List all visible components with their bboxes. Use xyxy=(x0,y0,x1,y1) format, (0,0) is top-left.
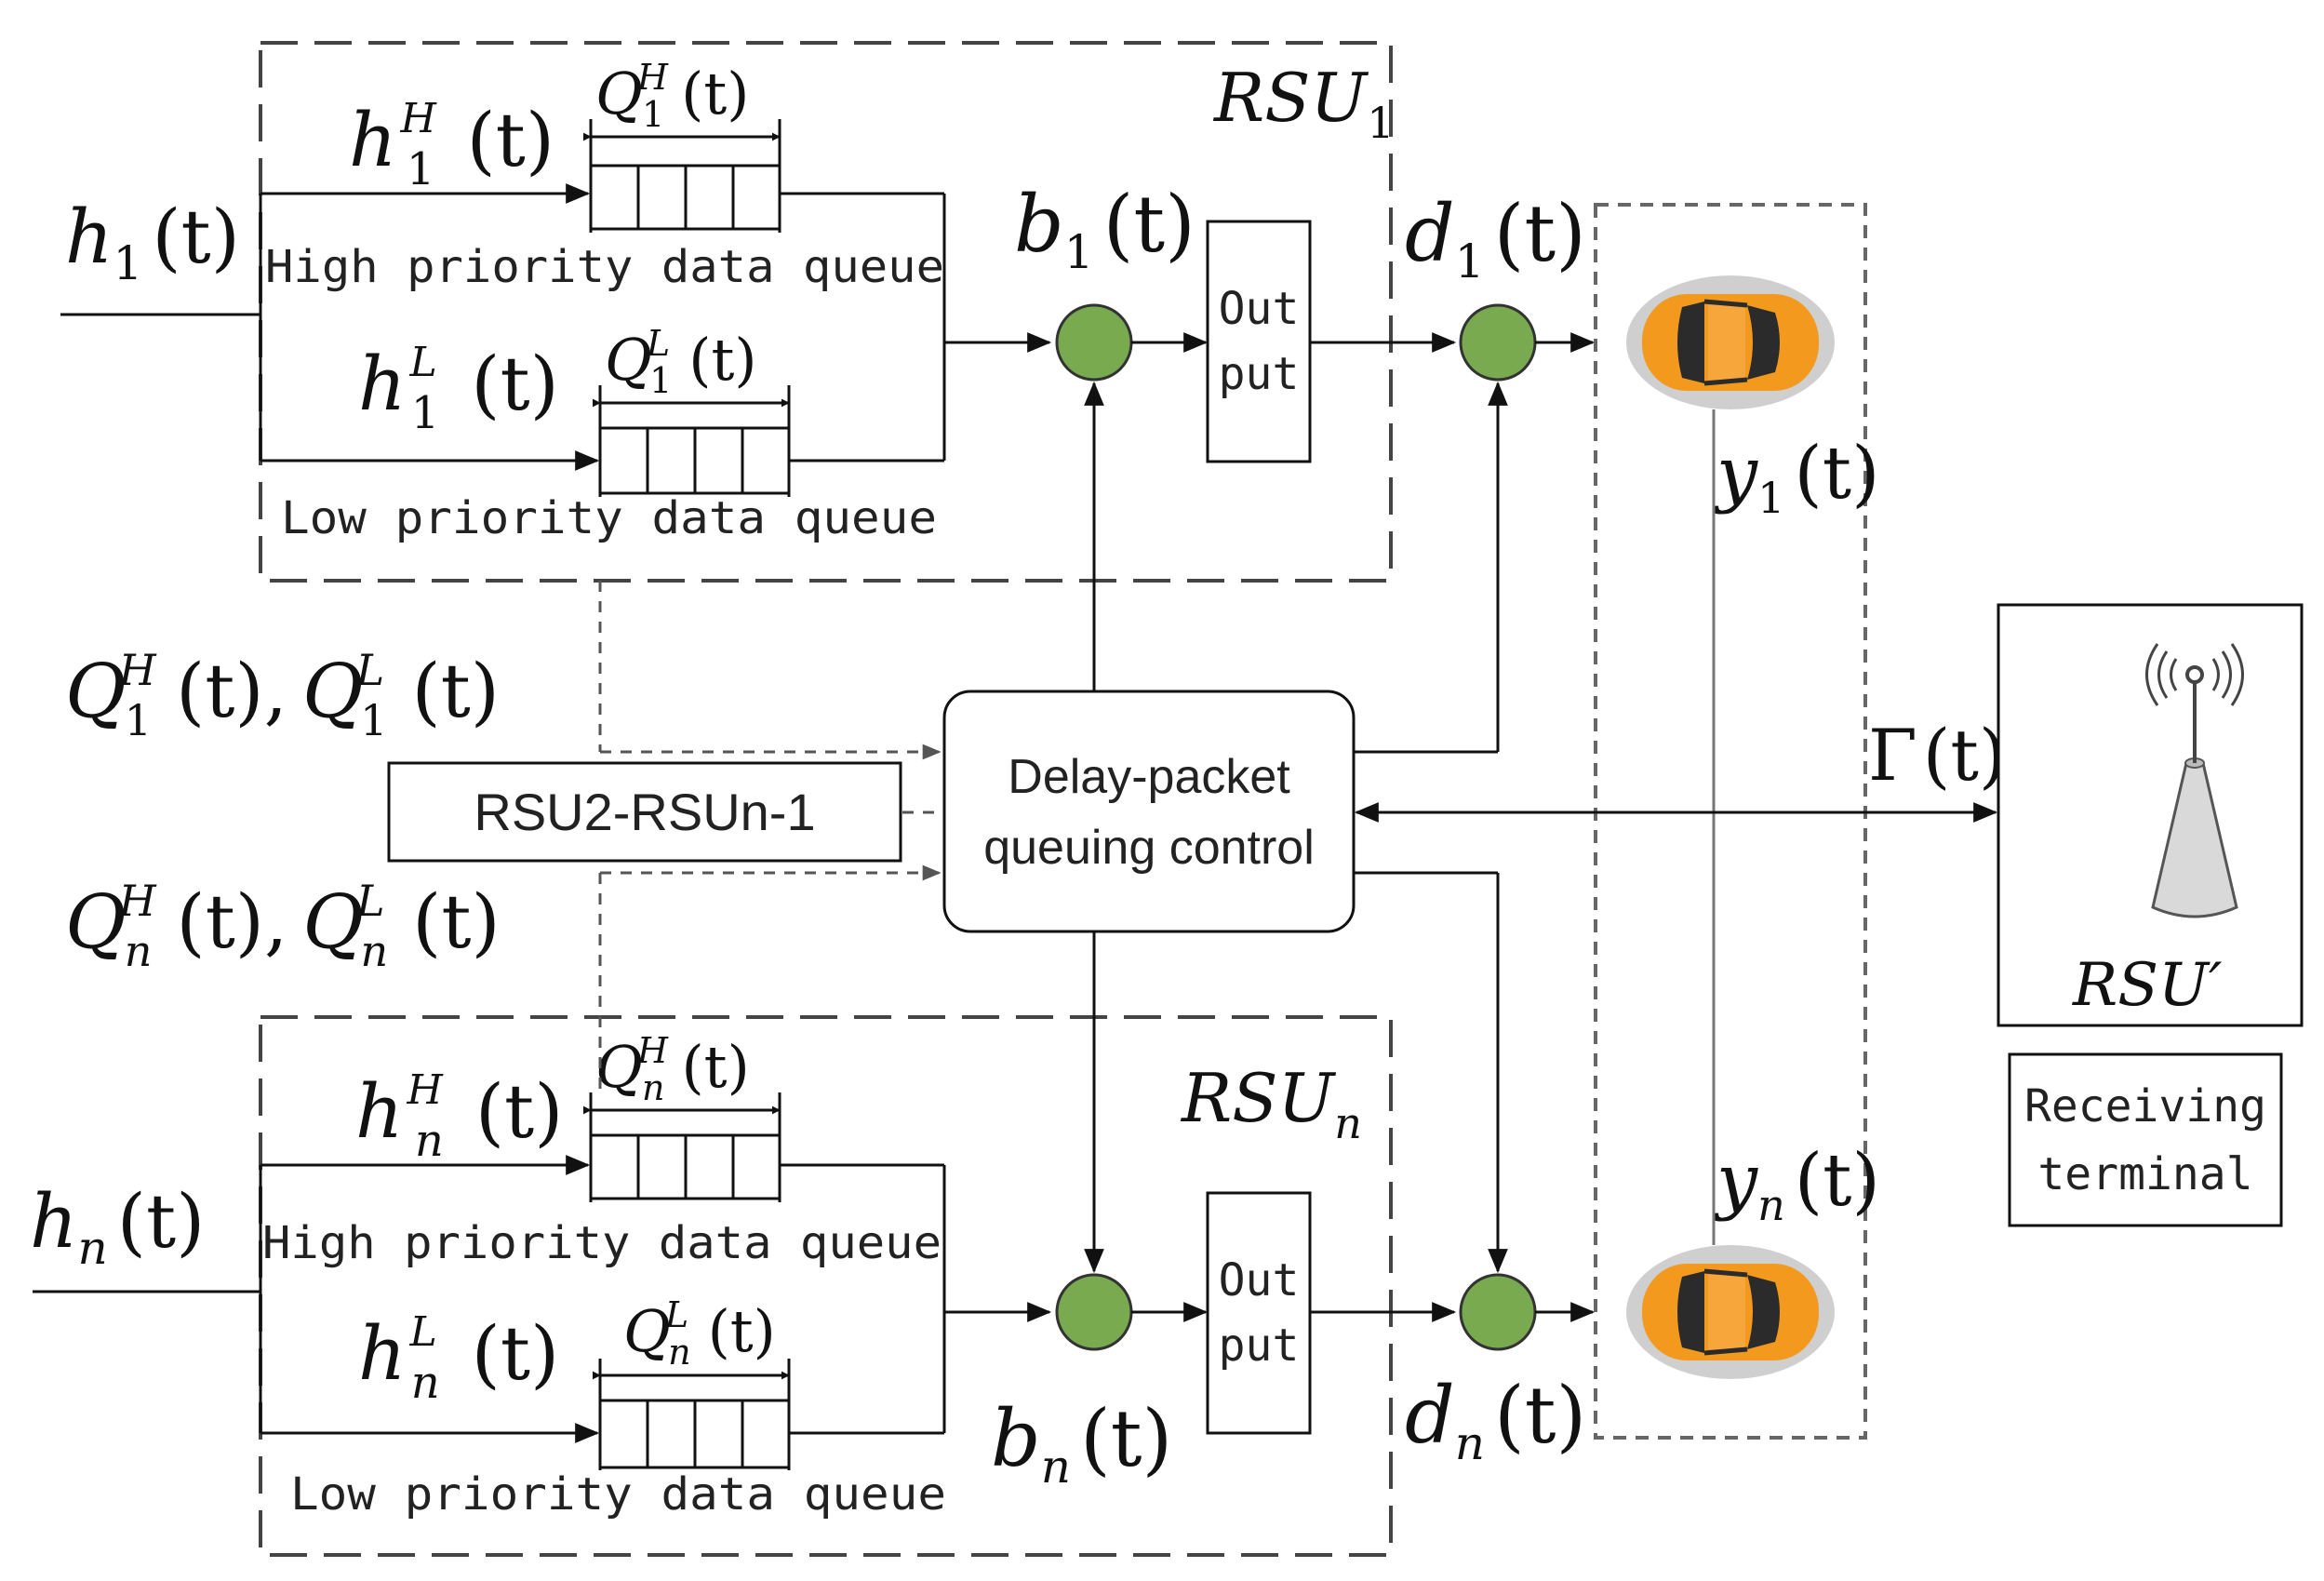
rsun-input-label: hn(t) xyxy=(30,1178,205,1275)
queue-cell-filled xyxy=(646,426,697,495)
receiving-terminal-line1: Receiving xyxy=(2024,1080,2266,1132)
vehicle-section: y1(t) yn(t) Γ(t) xyxy=(1354,203,2007,1440)
queue-cell-empty xyxy=(589,164,640,231)
receiving-terminal-box xyxy=(2008,1052,2283,1227)
queue-cell-filled xyxy=(693,426,744,495)
rsu1-label: RSU1 xyxy=(1212,59,1395,148)
receiver-section: RSU′ Receiving terminal xyxy=(1997,603,2304,1227)
rsu1-d-label: d1(t) xyxy=(1405,188,1586,288)
rsu-prime-label: RSU′ xyxy=(2072,951,2223,1020)
queue-cell-empty xyxy=(636,164,688,231)
rsun-low-queue-cells xyxy=(598,1399,791,1469)
rsu1-d-node xyxy=(1459,303,1537,382)
rsun-d-label: dn(t) xyxy=(1405,1370,1586,1470)
rsu1-input-label: h1(t) xyxy=(65,194,240,290)
control-label-line2: queuing control xyxy=(983,821,1315,875)
rsu1-b-label: b1(t) xyxy=(1014,179,1195,279)
queue-cell-filled xyxy=(731,1133,781,1200)
car-icon xyxy=(1626,1245,1835,1379)
antenna-icon xyxy=(2145,643,2244,918)
delay-packet-control-box xyxy=(942,690,1356,933)
rsu1-b-node xyxy=(1055,303,1133,382)
rsu1-output-label-1: Out xyxy=(1219,283,1300,335)
rsun-b-node xyxy=(1055,1273,1133,1351)
queue-cell-filled xyxy=(731,164,781,231)
rsun-boundary xyxy=(259,1015,1393,1557)
rsu1-output-box xyxy=(1206,220,1312,463)
rsun-label: RSUn xyxy=(1180,1059,1362,1148)
rsun-output-label-2: put xyxy=(1219,1320,1300,1372)
rsu1-low-queue-caption: Low priority data queue xyxy=(281,492,937,544)
queue-cell-empty xyxy=(589,1133,640,1200)
rsun-d-node xyxy=(1459,1273,1537,1351)
rsu1-high-queue-cells xyxy=(589,164,781,231)
receiving-terminal-line2: terminal xyxy=(2037,1148,2252,1200)
queue-cell-filled xyxy=(684,164,735,231)
queue-cell-empty xyxy=(598,1399,649,1469)
rsu-range-box xyxy=(387,761,902,863)
rsun-high-queue-cells xyxy=(589,1133,781,1200)
queue-cell-filled xyxy=(684,1133,735,1200)
control-label-line1: Delay-packet xyxy=(1008,750,1290,804)
queue-cell-filled xyxy=(693,1399,744,1469)
receiver-box xyxy=(1997,603,2304,1027)
rsu1-boundary xyxy=(259,41,1393,583)
queue-cell-filled xyxy=(646,1399,697,1469)
queue-cell-empty xyxy=(598,426,649,495)
queue-cell-empty xyxy=(636,1133,688,1200)
rsun-high-queue-caption: High priority data queue xyxy=(262,1217,942,1269)
rsun-output-label-1: Out xyxy=(1219,1254,1300,1306)
rsun-low-queue-caption: Low priority data queue xyxy=(290,1468,946,1521)
rsun-y-label: yn(t) xyxy=(1714,1139,1880,1230)
rsu1-low-queue-cells xyxy=(598,426,791,495)
gamma-label: Γ(t) xyxy=(1868,714,2007,797)
rsu1-y-label: y1(t) xyxy=(1714,432,1880,523)
vehicle-boundary xyxy=(1594,203,1867,1440)
rsu1-output-label-2: put xyxy=(1219,348,1300,400)
rsun-b-label: bn(t) xyxy=(991,1393,1172,1494)
rsun-output-box xyxy=(1206,1191,1312,1435)
queue-cell-filled xyxy=(741,1399,791,1469)
rsu-range-label: RSU2-RSUn-1 xyxy=(474,783,815,841)
queue-cell-filled xyxy=(741,426,791,495)
rsu1-high-queue-caption: High priority data queue xyxy=(265,241,944,293)
car-icon xyxy=(1626,275,1835,409)
